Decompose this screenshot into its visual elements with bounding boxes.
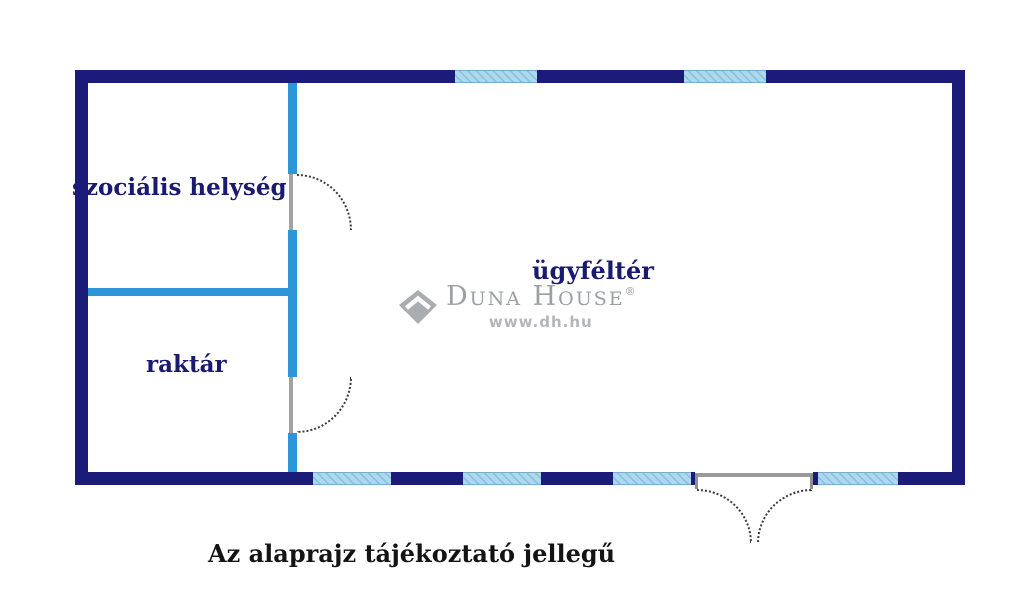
interior-wall-vertical-segment xyxy=(288,433,297,472)
interior-wall-vertical-segment xyxy=(288,83,297,174)
entrance-door-swing-arc-right xyxy=(757,489,812,543)
entrance-door-jamb xyxy=(810,474,813,489)
window-segment xyxy=(818,472,898,485)
entrance-door-jamb xyxy=(695,474,698,489)
watermark-brand: Duna House® xyxy=(446,283,636,310)
room-label-ugyfelter: ügyféltér xyxy=(532,256,654,285)
entrance-door-frame xyxy=(695,473,813,477)
room-label-raktar: raktár xyxy=(146,351,227,378)
outer-wall xyxy=(75,70,965,485)
interior-wall-horizontal xyxy=(88,288,288,296)
entrance-door-swing-arc-left xyxy=(697,489,752,543)
room-label-szocialis-helyseg: szociális helység xyxy=(72,174,287,201)
watermark: Duna House® www.dh.hu xyxy=(399,283,636,331)
door-leaf xyxy=(289,377,293,433)
door-leaf xyxy=(289,174,293,230)
window-segment xyxy=(313,472,391,485)
interior-wall-vertical-segment xyxy=(288,230,297,377)
window-segment xyxy=(455,70,537,83)
caption: Az alaprajz tájékoztató jellegű xyxy=(208,539,616,568)
registered-mark: ® xyxy=(624,285,636,298)
window-segment xyxy=(684,70,766,83)
duna-house-diamond-icon xyxy=(399,290,437,324)
window-segment xyxy=(463,472,541,485)
watermark-url: www.dh.hu xyxy=(488,313,593,331)
window-segment xyxy=(613,472,691,485)
watermark-text: Duna House® www.dh.hu xyxy=(446,283,636,331)
brand-word-duna: Duna xyxy=(446,281,523,312)
brand-word-house: House xyxy=(532,281,625,312)
